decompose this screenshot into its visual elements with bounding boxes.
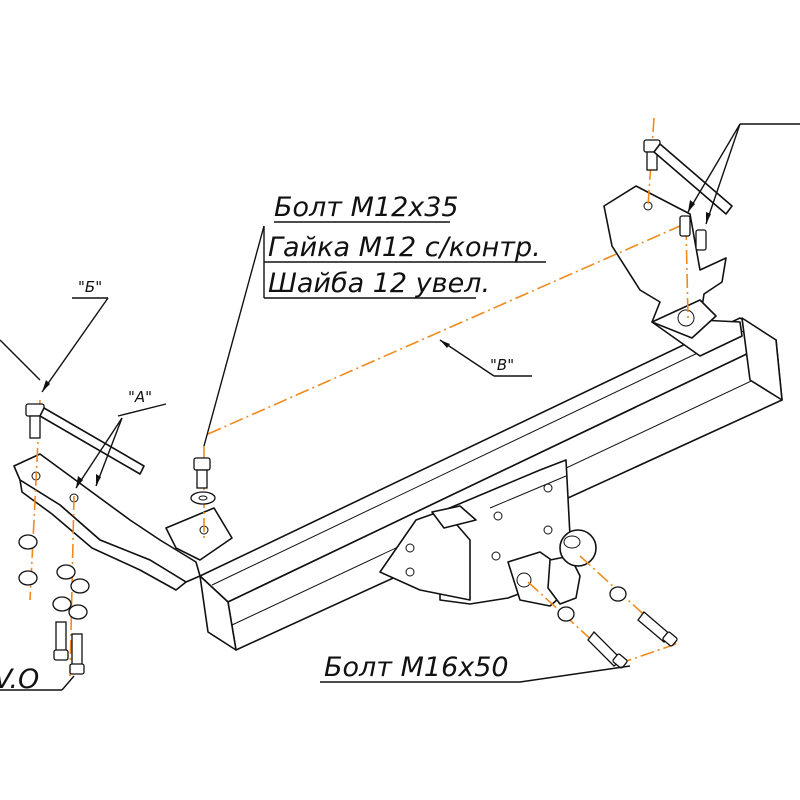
left-nuts [18, 534, 90, 620]
callout-a: "А" [75, 388, 167, 489]
label-washer-12: Шайба 12 увел. [268, 268, 490, 299]
label-v: "В" [490, 356, 514, 374]
right-studs [679, 215, 707, 251]
left-mounting-bracket [13, 453, 233, 591]
right-tie-rod [653, 143, 733, 215]
label-a: "А" [128, 388, 152, 406]
callout-v: "В" [439, 339, 532, 377]
label-bolt-m12: Болт М12х35 [274, 192, 459, 223]
left-bolts-bottom [53, 621, 85, 675]
callout-m12-stack: Болт М12х35 Гайка М12 с/контр. Шайба 12 … [203, 192, 546, 447]
left-bolt-top [25, 403, 45, 439]
callout-bottom-left: V.O [0, 664, 75, 695]
tow-ball [507, 529, 597, 607]
callout-b-cyr: "Б" [0, 278, 109, 393]
right-mounting-bracket [603, 185, 743, 357]
label-nut-m12: Гайка М12 с/контр. [268, 232, 541, 263]
callout-m16: Болт М16х50 [320, 652, 631, 683]
label-bolt-m16: Болт М16х50 [324, 652, 509, 683]
m16-bolts [557, 586, 678, 669]
m12-bolt-nut-washer [190, 457, 216, 505]
label-b-cyr: "Б" [78, 278, 102, 296]
label-cut: V.O [0, 664, 39, 695]
callout-right-top [687, 123, 800, 225]
